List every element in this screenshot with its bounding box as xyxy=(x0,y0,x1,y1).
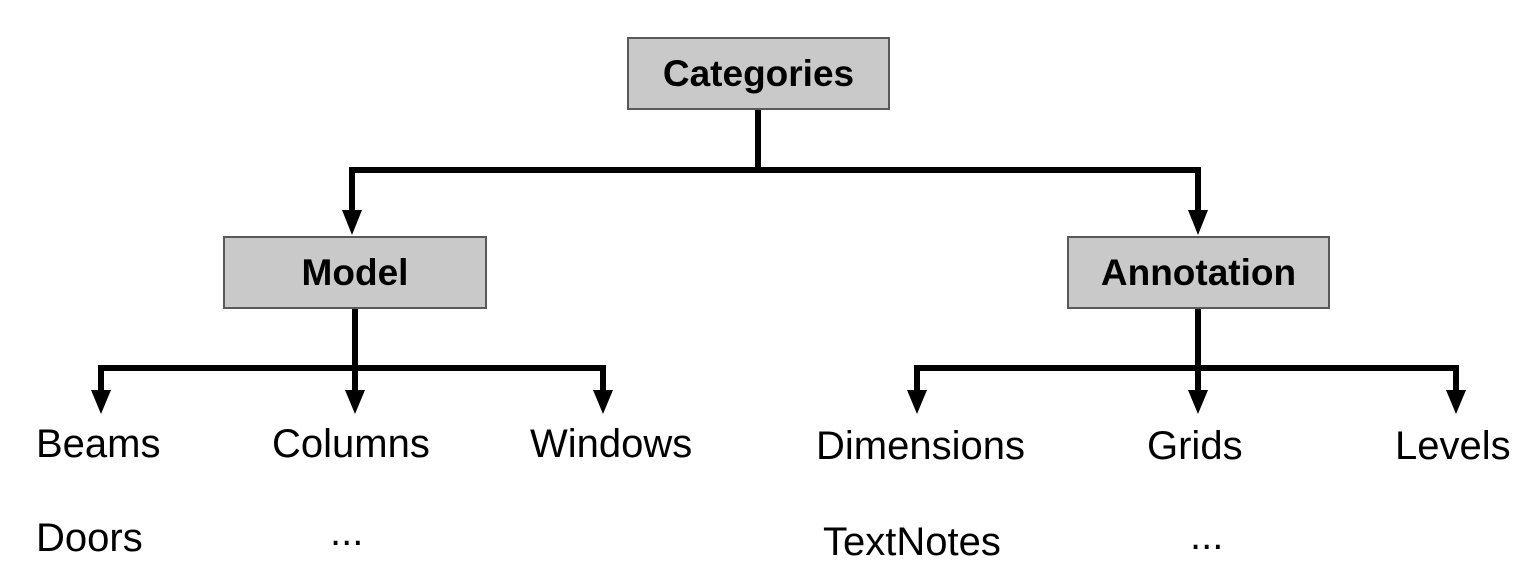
connector-model-to-children xyxy=(91,309,613,414)
connector-root-to-branches xyxy=(342,110,1208,235)
arrowhead-to-columns xyxy=(345,390,365,414)
node-categories-label: Categories xyxy=(662,52,855,94)
leaf-ellipsis-model: ... xyxy=(330,510,364,554)
node-annotation: Annotation xyxy=(1067,236,1330,309)
arrowhead-to-windows xyxy=(593,390,613,414)
leaf-textnotes: TextNotes xyxy=(823,520,1001,564)
leaf-levels: Levels xyxy=(1395,424,1511,468)
arrowhead-to-dimensions xyxy=(907,390,927,414)
arrowhead-to-levels xyxy=(1446,390,1466,414)
node-model: Model xyxy=(223,236,487,309)
node-categories: Categories xyxy=(627,37,890,110)
arrowhead-to-annotation xyxy=(1188,210,1208,235)
arrowhead-to-model xyxy=(342,210,362,235)
arrowhead-to-grids xyxy=(1188,390,1208,414)
leaf-beams: Beams xyxy=(36,422,161,466)
node-model-label: Model xyxy=(301,251,409,293)
connector-annotation-to-children xyxy=(907,309,1466,414)
leaf-dimensions: Dimensions xyxy=(816,424,1025,468)
arrowhead-to-beams xyxy=(91,390,111,414)
leaf-ellipsis-annotation: ... xyxy=(1190,514,1224,558)
node-annotation-label: Annotation xyxy=(1100,251,1297,293)
leaf-doors: Doors xyxy=(36,516,143,560)
leaf-columns: Columns xyxy=(272,422,430,466)
leaf-grids: Grids xyxy=(1147,424,1243,468)
leaf-windows: Windows xyxy=(530,422,693,466)
